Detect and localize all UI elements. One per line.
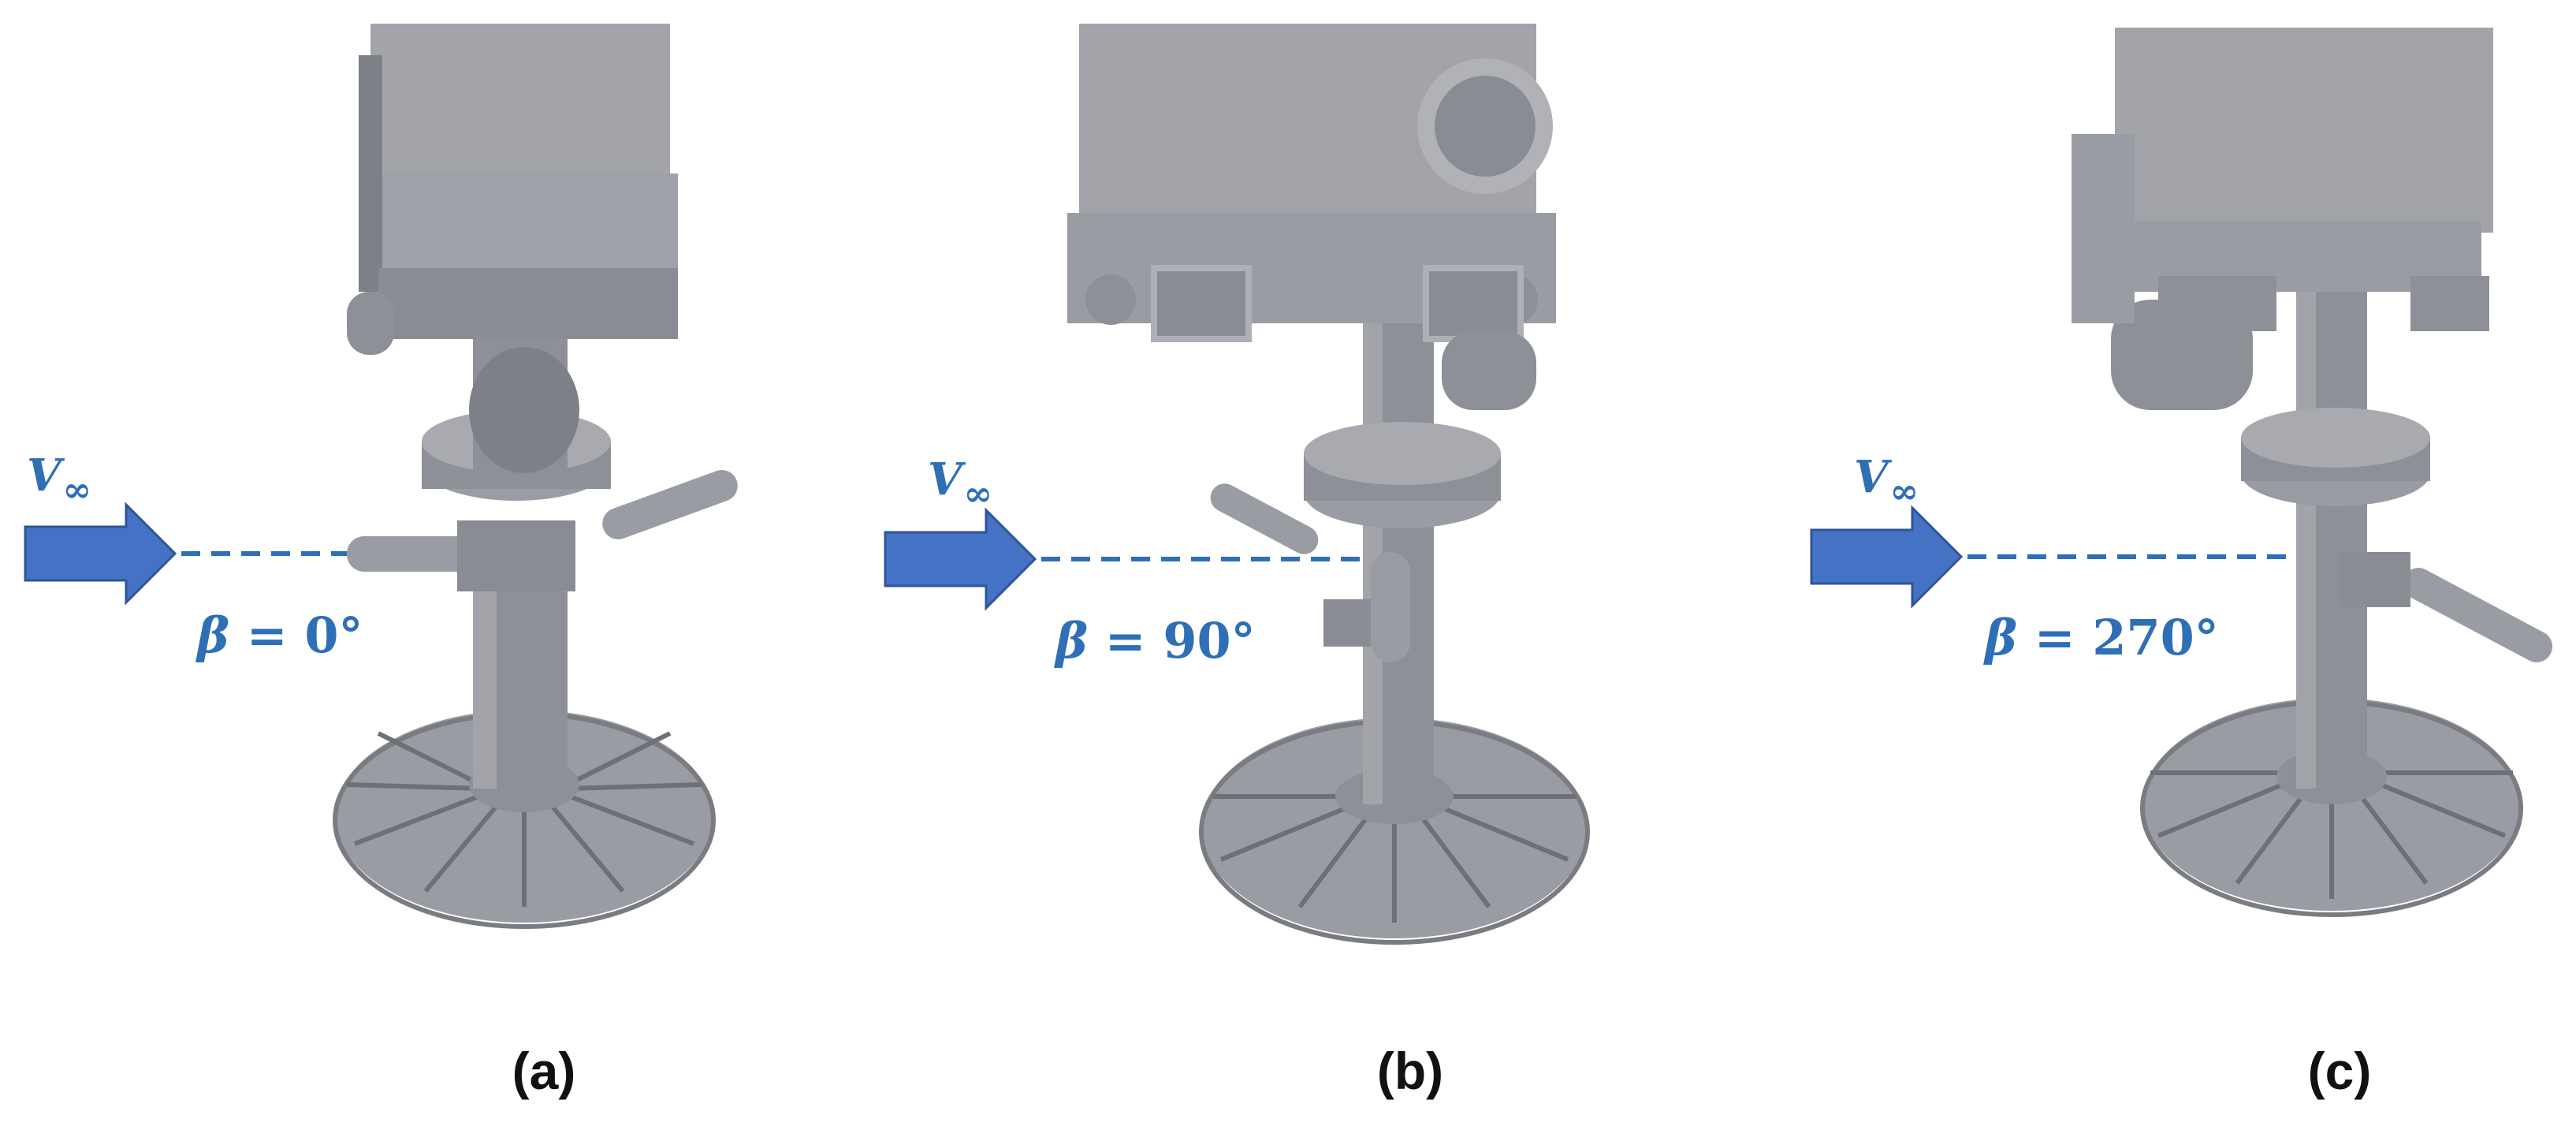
model-render-a: [24, 24, 738, 929]
panel-caption: (b): [1376, 1042, 1444, 1100]
yaw-angle-label: β = 90°: [1055, 612, 1256, 669]
yaw-angle-label: β = 0°: [197, 606, 363, 664]
flow-arrow: [884, 507, 1037, 611]
yaw-angle-label: β = 270°: [1985, 609, 2219, 666]
panel-caption: (c): [2307, 1042, 2372, 1100]
model-render-b: [884, 24, 1590, 945]
panel-b: V∞ β = 90° (b): [858, 0, 1717, 1130]
freestream-velocity-label: V∞: [1854, 451, 1919, 512]
model-render-c: [1810, 28, 2553, 917]
flow-arrow: [1810, 505, 1964, 609]
wind-tunnel-model: [333, 24, 738, 929]
wind-tunnel-model: [1067, 24, 1590, 945]
panel-a: V∞ β = 0° (a): [0, 0, 858, 1130]
panel-caption: (a): [512, 1042, 576, 1100]
panel-c: V∞ β = 270° (c): [1717, 0, 2575, 1130]
freestream-velocity-label: V∞: [928, 453, 993, 514]
flow-arrow: [24, 502, 177, 606]
wind-tunnel-model: [2072, 28, 2553, 917]
freestream-velocity-label: V∞: [27, 449, 92, 510]
